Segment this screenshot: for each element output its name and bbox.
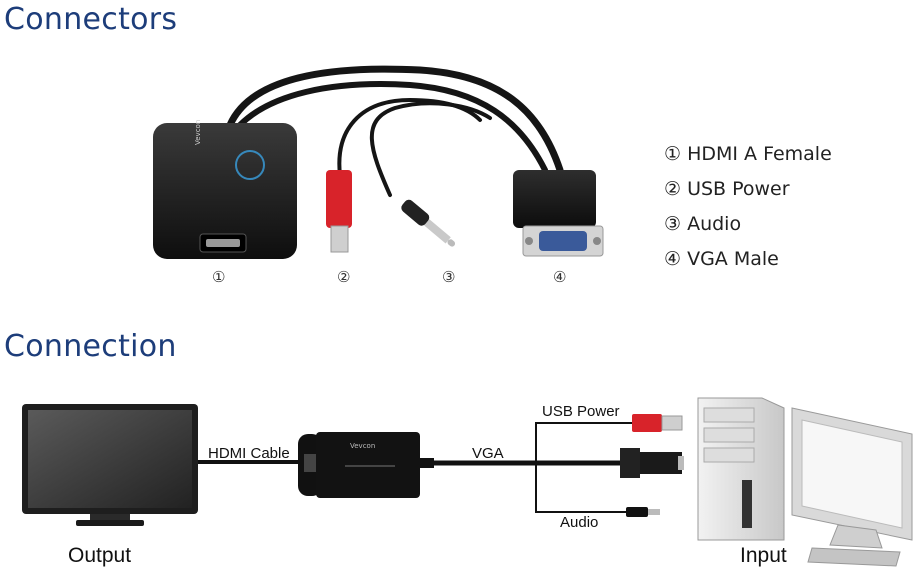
legend-item-audio: ③ Audio xyxy=(664,213,742,235)
adapter-box: Vevcon xyxy=(153,120,297,259)
marker-1: ① xyxy=(212,268,226,286)
output-label: Output xyxy=(68,544,132,567)
legend-item-usb: ② USB Power xyxy=(664,178,790,200)
audio-jack xyxy=(401,199,456,247)
cables xyxy=(226,65,564,197)
hdmi-cable-label: HDMI Cable xyxy=(208,445,290,462)
legend-item-hdmi: ① HDMI A Female xyxy=(664,143,832,165)
marker-2: ② xyxy=(337,268,351,286)
connection-heading: Connection xyxy=(4,329,177,364)
svg-text:Vevcon: Vevcon xyxy=(194,120,202,145)
vga-label: VGA xyxy=(472,445,504,462)
marker-3: ③ xyxy=(442,268,456,286)
adapter-product-illustration: Vevcon xyxy=(153,65,604,259)
tv-illustration xyxy=(22,404,198,526)
pc-tower-illustration xyxy=(697,397,785,541)
monitor-illustration xyxy=(791,407,913,567)
usb-power-label: USB Power xyxy=(542,403,620,420)
connectors-heading: Connectors xyxy=(4,2,178,37)
diagram-adapter: Vevcon xyxy=(298,432,420,498)
usb-plug xyxy=(326,170,352,253)
connector-legend: ① HDMI A Female ② USB Power ③ Audio ④ VG… xyxy=(664,143,832,283)
marker-4: ④ xyxy=(553,268,567,286)
svg-text:Vevcon: Vevcon xyxy=(350,442,375,450)
audio-label: Audio xyxy=(560,514,599,531)
input-label: Input xyxy=(740,544,787,567)
legend-item-vga: ④ VGA Male xyxy=(664,248,779,270)
vga-connector xyxy=(513,170,604,257)
